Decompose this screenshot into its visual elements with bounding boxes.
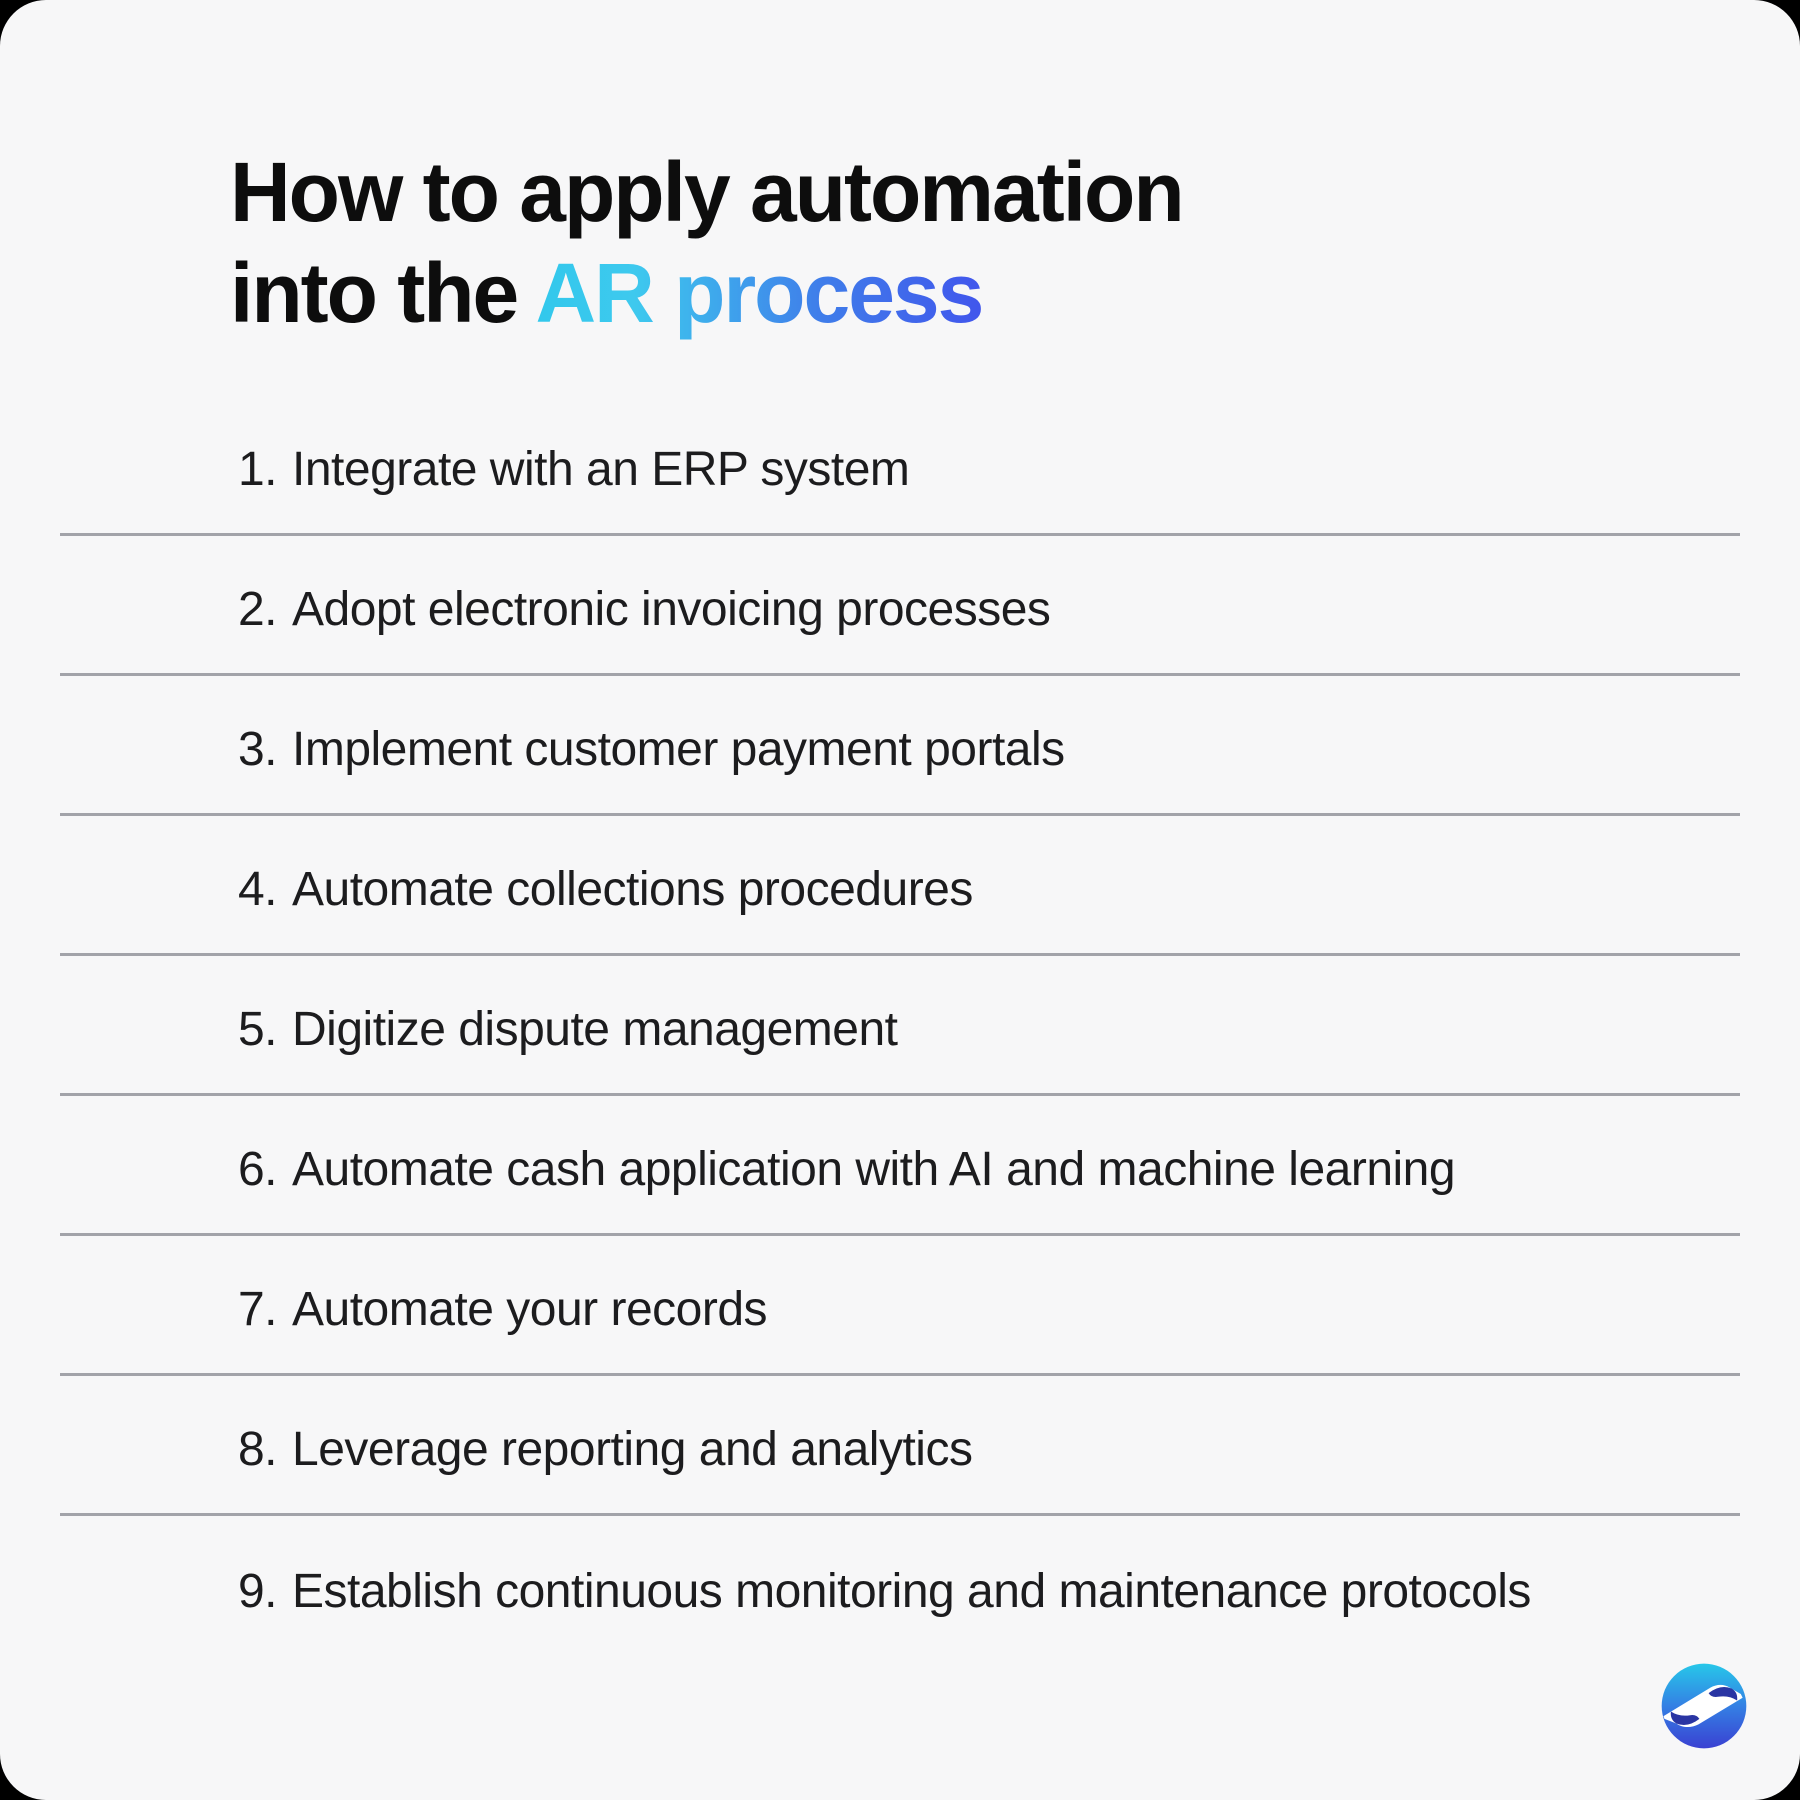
automation-steps-list: 1. Integrate with an ERP system 2. Adopt… — [60, 396, 1740, 1656]
item-label: Automate collections procedures — [292, 863, 973, 916]
list-item: 3. Implement customer payment portals — [60, 676, 1740, 816]
item-label: Automate cash application with AI and ma… — [292, 1143, 1456, 1196]
item-label: Implement customer payment portals — [292, 723, 1065, 776]
item-label: Digitize dispute management — [292, 1003, 898, 1056]
page-title: How to apply automation into the AR proc… — [230, 142, 1185, 344]
title-line-1: How to apply automation — [230, 145, 1185, 239]
list-item: 8. Leverage reporting and analytics — [60, 1376, 1740, 1516]
item-number: 4. — [237, 863, 278, 916]
list-item: 2. Adopt electronic invoicing processes — [60, 536, 1740, 676]
list-item: 6. Automate cash application with AI and… — [60, 1096, 1740, 1236]
list-item: 7. Automate your records — [60, 1236, 1740, 1376]
brand-logo — [1658, 1660, 1750, 1752]
item-label: Establish continuous monitoring and main… — [292, 1564, 1531, 1618]
item-number: 3. — [237, 723, 278, 776]
item-label: Integrate with an ERP system — [292, 443, 910, 496]
title-line-2: into the AR process — [230, 243, 1183, 344]
item-number: 8. — [237, 1423, 278, 1476]
list-item: 4. Automate collections procedures — [60, 816, 1740, 956]
item-number: 6. — [237, 1143, 278, 1196]
list-item: 5. Digitize dispute management — [60, 956, 1740, 1096]
item-number: 9. — [237, 1564, 278, 1618]
list-item: 9. Establish continuous monitoring and m… — [60, 1516, 1740, 1656]
item-label: Automate your records — [292, 1283, 768, 1336]
item-number: 7. — [237, 1283, 278, 1336]
item-number: 1. — [237, 443, 278, 496]
item-number: 2. — [237, 583, 278, 636]
item-number: 5. — [237, 1003, 278, 1056]
item-label: Adopt electronic invoicing processes — [292, 583, 1051, 636]
title-line-2-prefix: into the — [230, 246, 536, 340]
title-highlight: AR process — [535, 246, 985, 340]
lightning-bolt-logo-icon — [1661, 1663, 1747, 1749]
list-item: 1. Integrate with an ERP system — [60, 396, 1740, 536]
item-label: Leverage reporting and analytics — [292, 1423, 973, 1476]
